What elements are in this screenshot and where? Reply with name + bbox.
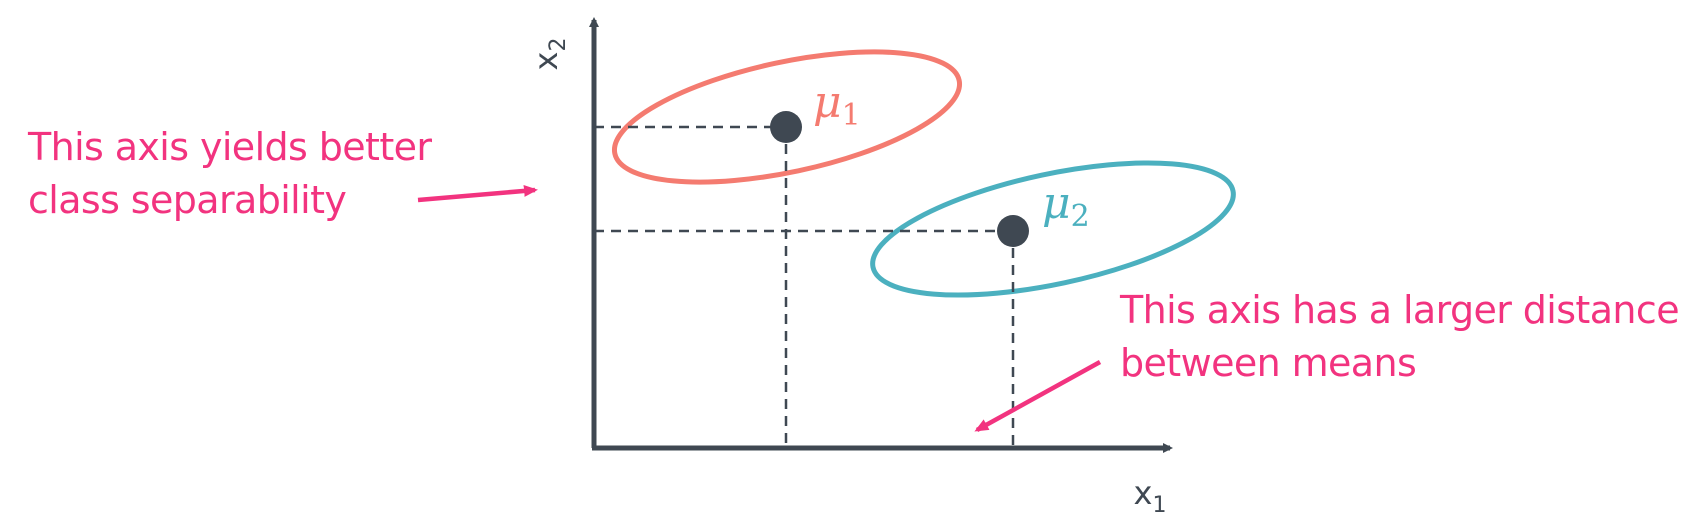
right-annotation-arrow: [974, 360, 1102, 432]
mean-2-subscript: 2: [1071, 199, 1090, 234]
x-axis-label-base: x: [1134, 474, 1153, 512]
left-annotation-line-2: class separability: [28, 178, 347, 222]
class-1-ellipse: [611, 49, 963, 185]
mean-2-label: μ2: [1042, 178, 1090, 234]
mean-2-symbol: μ: [1042, 178, 1071, 229]
class-2-ellipse: [870, 160, 1236, 298]
mean-2-point: [997, 215, 1029, 247]
left-annotation-line-1: This axis yields better: [28, 125, 432, 169]
mean-1-label: μ1: [813, 77, 861, 133]
mean-1-subscript: 1: [842, 98, 861, 133]
right-annotation-line-2: between means: [1120, 341, 1417, 385]
x-axis-label-subscript: 1: [1152, 493, 1166, 517]
mean-1-symbol: μ: [813, 77, 842, 128]
y-axis-label: x2: [527, 38, 571, 71]
left-annotation: This axis yields better class separabili…: [28, 121, 432, 227]
y-axis-label-subscript: 2: [546, 38, 571, 52]
right-annotation: This axis has a larger distance between …: [1120, 284, 1680, 390]
left-annotation-arrow: [417, 184, 538, 203]
right-annotation-line-1: This axis has a larger distance: [1120, 288, 1680, 332]
x-axis-label: x1: [1134, 474, 1167, 517]
y-axis-label-base: x: [527, 52, 565, 71]
mean-1-point: [770, 111, 802, 143]
